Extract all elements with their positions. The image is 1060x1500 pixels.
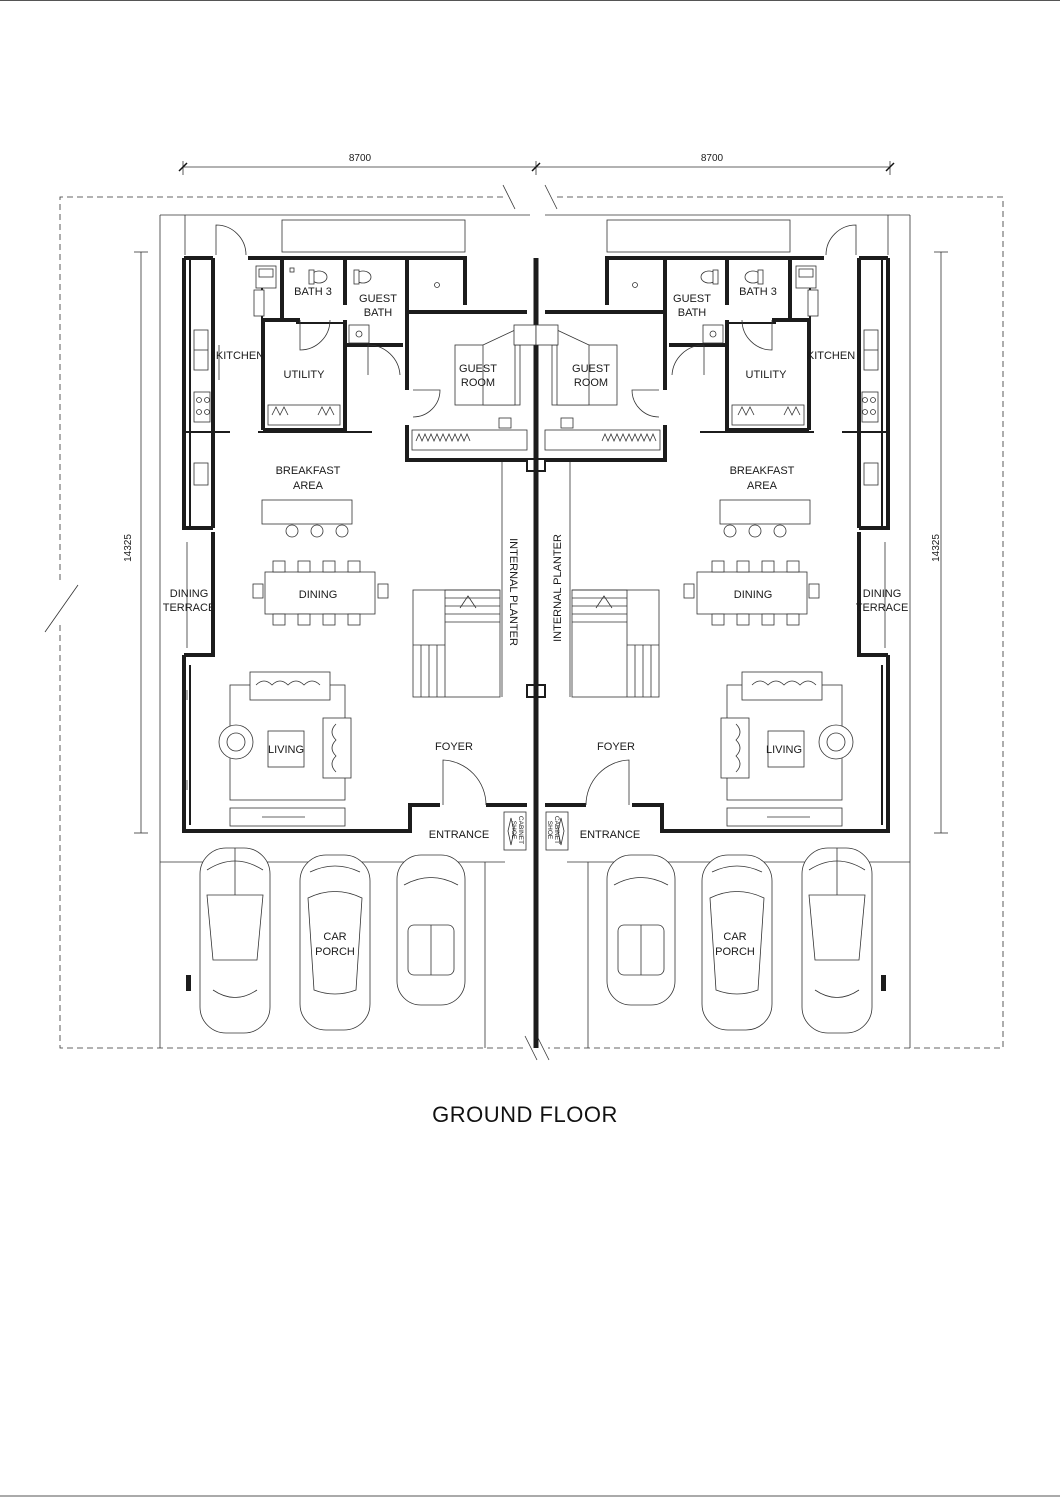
right-shoe-cabinet-label-2: CABINET	[553, 816, 560, 844]
porch-boundary	[159, 214, 911, 1048]
right-entrance-label: ENTRANCE	[580, 829, 641, 841]
left-shoe-cabinet-label-2: CABINET	[517, 816, 524, 844]
right-dining-terrace-label-2: TERRACE	[856, 602, 909, 614]
car-1	[199, 847, 271, 1034]
right-guest-bath-label-1: GUEST	[673, 293, 711, 305]
left-foyer-label: FOYER	[435, 741, 473, 753]
depth-dimension-left: 14325	[123, 534, 134, 562]
car-3	[396, 854, 466, 1006]
right-kitchen-label: KITCHEN	[807, 350, 855, 362]
left-bath3-label: BATH 3	[294, 286, 332, 298]
top-dimension-line	[178, 161, 895, 175]
right-guest-room-label-2: ROOM	[574, 377, 608, 389]
left-guest-bath-label-1: GUEST	[359, 293, 397, 305]
left-guest-room-label-1: GUEST	[459, 363, 497, 375]
left-internal-planter-label: INTERNAL PLANTER	[507, 538, 519, 646]
right-foyer-label: FOYER	[597, 741, 635, 753]
page-title: GROUND FLOOR	[432, 1102, 618, 1127]
left-breakfast-label-2: AREA	[293, 480, 324, 492]
right-breakfast-label-2: AREA	[747, 480, 778, 492]
right-breakfast-label-1: BREAKFAST	[730, 465, 795, 477]
left-entrance-label: ENTRANCE	[429, 829, 490, 841]
right-guest-bath-label-2: BATH	[678, 307, 707, 319]
car-2	[299, 854, 371, 1031]
right-internal-planter-label: INTERNAL PLANTER	[552, 534, 564, 642]
left-utility-label: UTILITY	[284, 369, 326, 381]
left-depth-dimension-line	[134, 251, 148, 834]
left-car-porch-label-2: PORCH	[315, 946, 355, 958]
left-dining-terrace-label-1: DINING	[170, 588, 209, 600]
left-dining-terrace-label-2: TERRACE	[163, 602, 216, 614]
right-bath3-label: BATH 3	[739, 286, 777, 298]
right-shoe-cabinet-label-1: SHOE	[546, 821, 553, 840]
right-guest-room-label-1: GUEST	[572, 363, 610, 375]
lot-boundary	[44, 184, 1004, 1061]
depth-dimension-right: 14325	[931, 534, 942, 562]
left-unit	[182, 219, 537, 1034]
right-unit	[535, 219, 890, 1034]
left-dining-label: DINING	[299, 589, 338, 601]
left-living-label: LIVING	[268, 744, 304, 756]
left-guest-bath-label-2: BATH	[364, 307, 393, 319]
width-dimension-left: 8700	[349, 153, 372, 164]
left-shoe-cabinet-label-1: SHOE	[510, 821, 517, 840]
right-depth-dimension-line	[934, 251, 948, 834]
right-dining-label: DINING	[734, 589, 773, 601]
left-car-porch-label-1: CAR	[323, 931, 346, 943]
width-dimension-right: 8700	[701, 153, 724, 164]
right-car-porch-label-1: CAR	[723, 931, 746, 943]
left-guest-room-label-2: ROOM	[461, 377, 495, 389]
right-car-porch-label-2: PORCH	[715, 946, 755, 958]
party-wall	[501, 258, 571, 1048]
left-kitchen-label: KITCHEN	[216, 350, 264, 362]
right-utility-label: UTILITY	[746, 369, 788, 381]
right-dining-terrace-label-1: DINING	[863, 588, 902, 600]
right-living-label: LIVING	[766, 744, 802, 756]
left-breakfast-label-1: BREAKFAST	[276, 465, 341, 477]
